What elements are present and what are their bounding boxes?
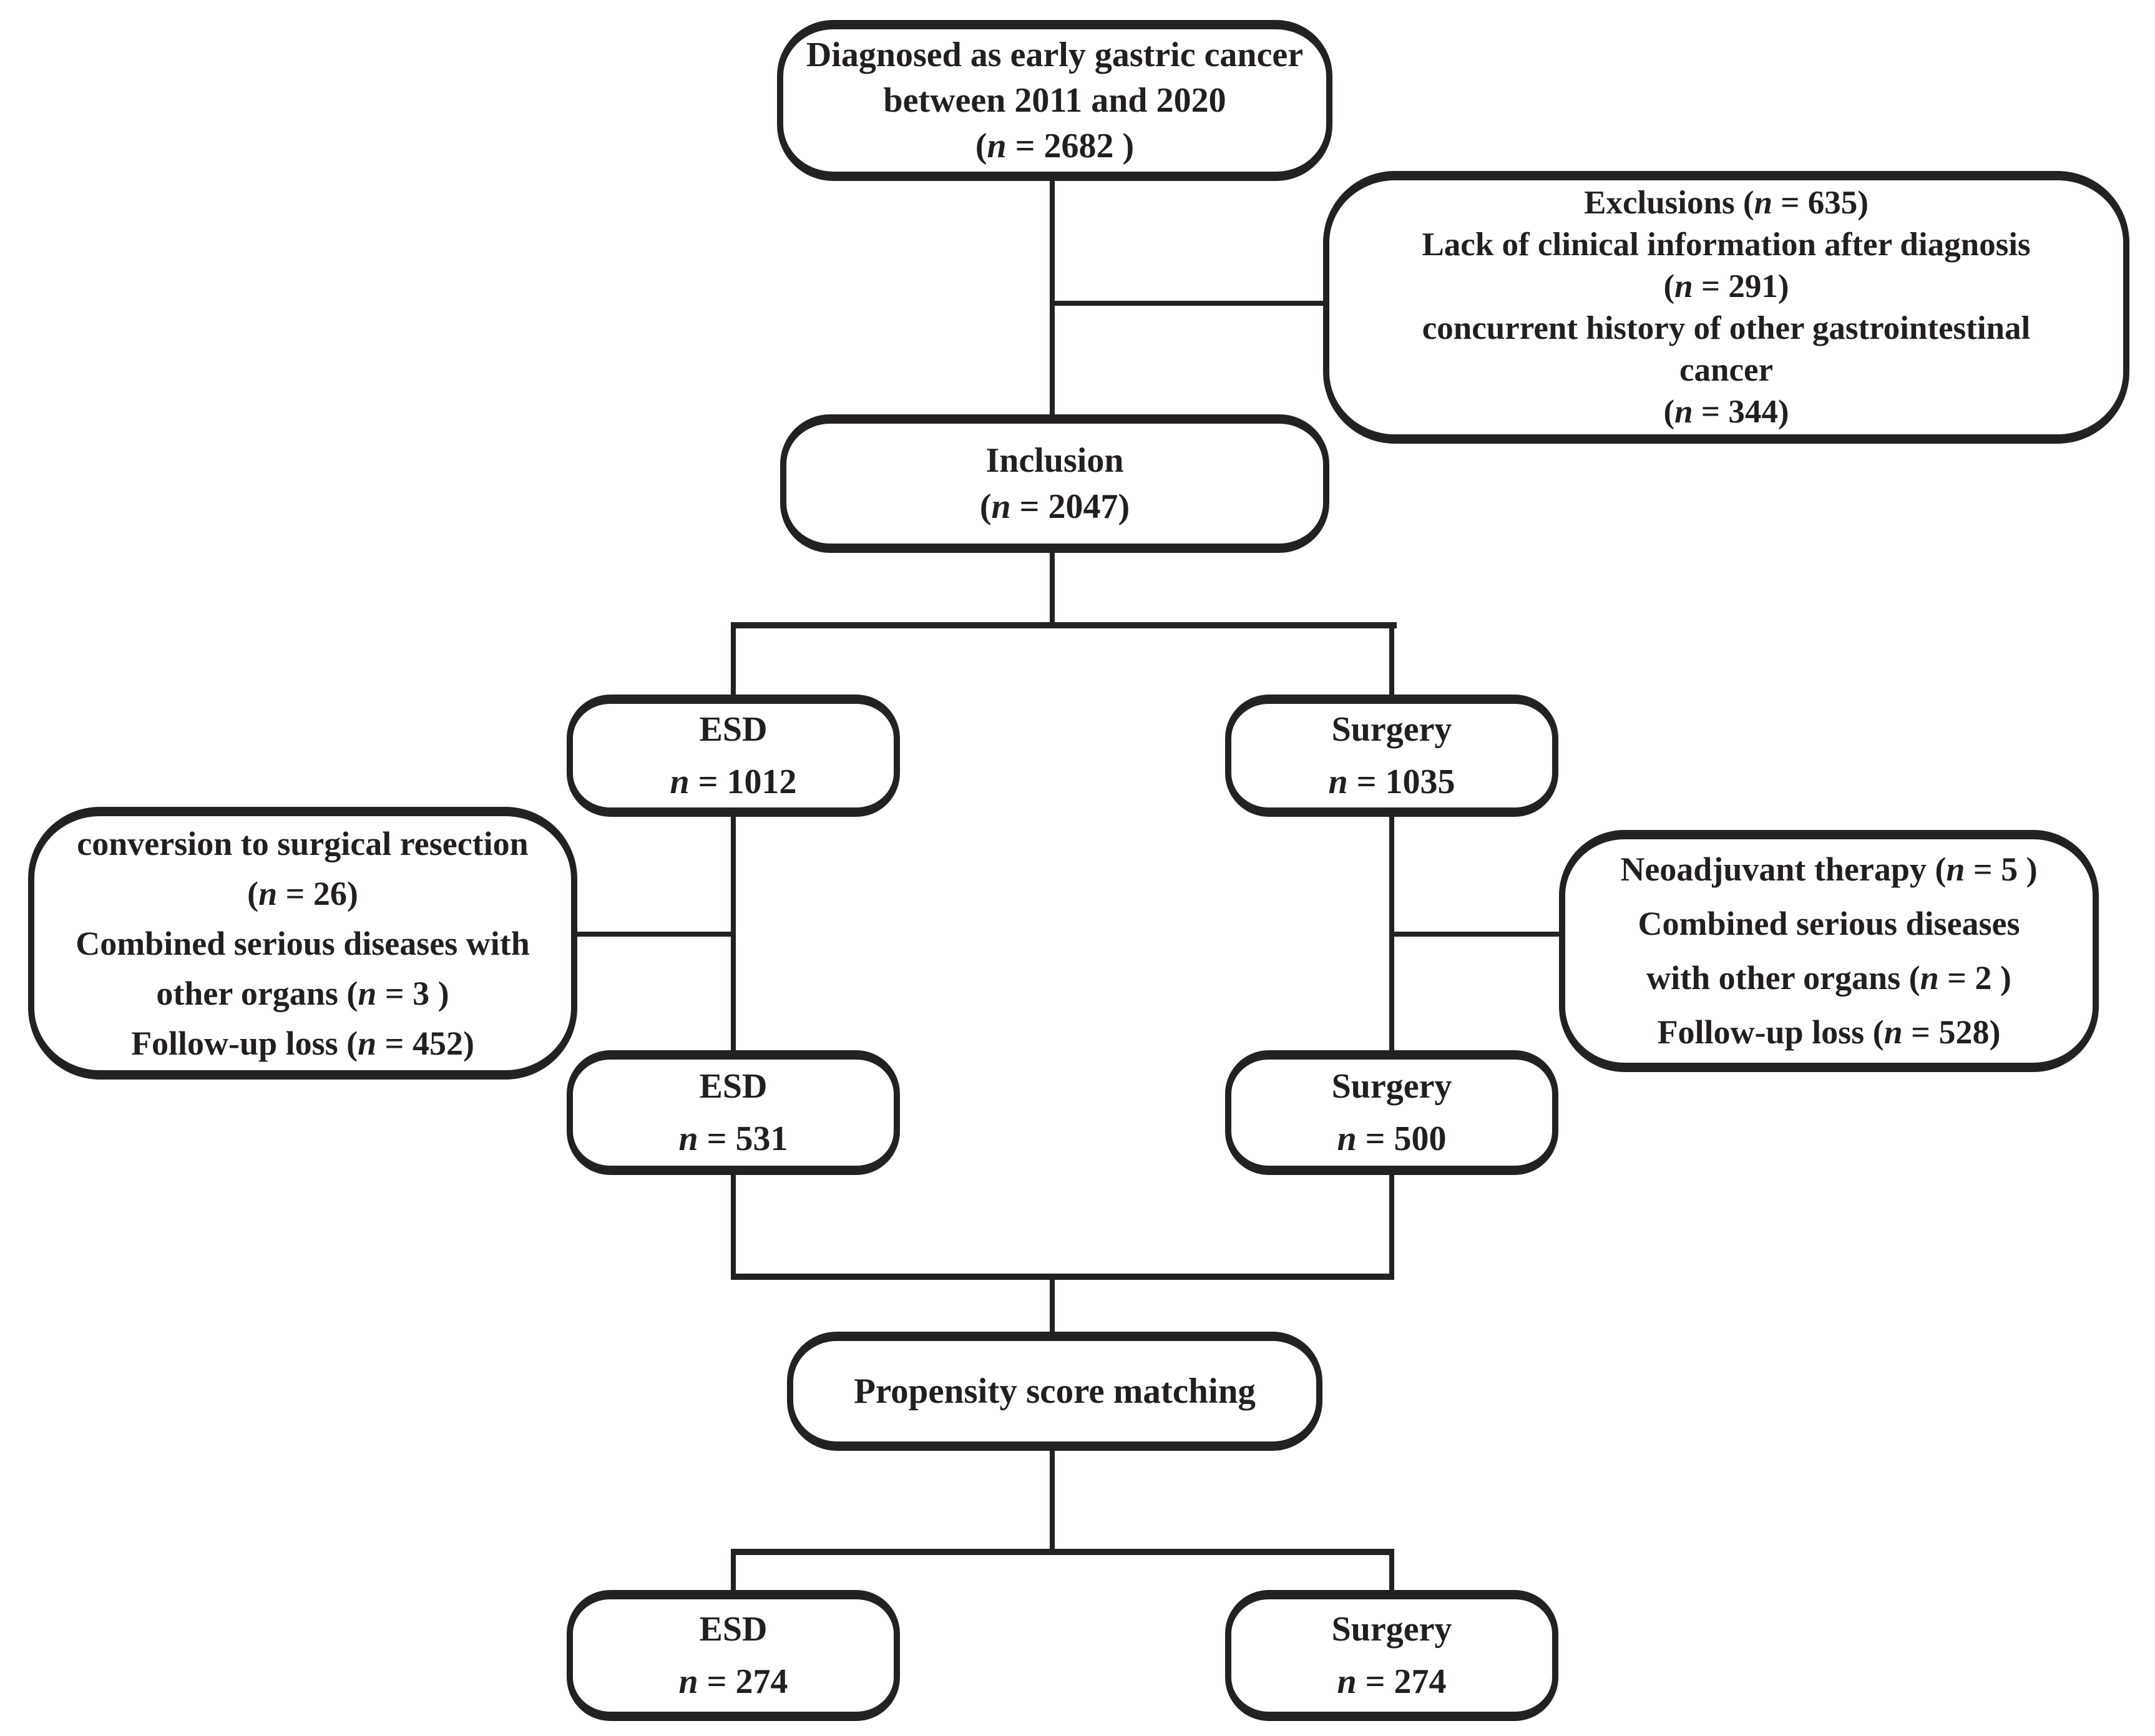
connector-split-to-surgery-initial (1389, 622, 1394, 698)
box-diagnosed-population: Diagnosed as early gastric cancer betwee… (777, 20, 1332, 181)
connector-esd-followed-to-merge (731, 1173, 736, 1279)
box-text-line: Exclusions (n = 635) (1584, 184, 1869, 221)
box-surgery-exclusions: Neoadjuvant therapy (n = 5 ) Combined se… (1559, 830, 2099, 1072)
box-text-line: concurrent history of other gastrointest… (1422, 310, 2031, 346)
box-esd-initial: ESD n = 1012 (567, 695, 900, 817)
box-esd-exclusions: conversion to surgical resection (n = 26… (28, 807, 577, 1080)
box-text-line: Combined serious diseases (1638, 905, 2020, 942)
box-text-line: n = 1012 (670, 763, 797, 801)
box-esd-followed: ESD n = 531 (567, 1050, 900, 1175)
box-text-line: with other organs (n = 2 ) (1646, 959, 2011, 997)
box-surgery-matched: Surgery n = 274 (1225, 1590, 1558, 1721)
box-esd-matched: ESD n = 274 (567, 1590, 900, 1721)
box-text-line: Surgery (1331, 1610, 1452, 1649)
box-text-line: (n = 344) (1663, 393, 1789, 430)
connector-split-bar-1 (731, 622, 1397, 628)
box-text-line: conversion to surgical resection (77, 824, 529, 862)
box-text-line: ESD (699, 1610, 768, 1649)
box-text-line: other organs (n = 3 ) (156, 974, 449, 1012)
box-text-line: (n = 291) (1663, 268, 1789, 305)
connector-branch-to-surgery-exclusions (1392, 932, 1561, 937)
connector-split-to-surgery-matched (1389, 1549, 1394, 1594)
box-text-line: n = 274 (678, 1662, 788, 1701)
box-text-line: (n = 26) (247, 874, 358, 912)
box-text-line: n = 274 (1337, 1662, 1447, 1701)
box-text-line: n = 500 (1337, 1119, 1447, 1158)
connector-split-to-esd-matched (731, 1549, 736, 1594)
connector-merge-bar (731, 1274, 1394, 1280)
box-text-line: between 2011 and 2020 (883, 80, 1226, 120)
box-text-line: n = 531 (678, 1119, 788, 1158)
connector-diagnosed-to-inclusion (1050, 179, 1055, 416)
box-text-line: n = 1035 (1328, 763, 1455, 801)
connector-inclusion-to-split (1050, 551, 1055, 627)
box-text-line: Follow-up loss (n = 452) (131, 1024, 474, 1062)
box-text-line: Combined serious diseases with (76, 924, 530, 962)
box-surgery-followed: Surgery n = 500 (1225, 1050, 1558, 1175)
connector-branch-to-esd-exclusions (574, 932, 733, 937)
connector-split-to-esd-initial (731, 622, 736, 698)
box-text-line: Propensity score matching (854, 1371, 1256, 1411)
box-text-line: Inclusion (985, 441, 1124, 480)
box-text-line: Lack of clinical information after diagn… (1422, 226, 2031, 263)
box-text-line: (n = 2682 ) (975, 126, 1135, 165)
box-text-line: cancer (1679, 351, 1774, 388)
connector-esd-initial-to-esd-followed (731, 814, 736, 1054)
box-text-line: Surgery (1331, 710, 1452, 749)
box-text-line: ESD (699, 710, 768, 749)
box-text-line: Neoadjuvant therapy (n = 5 ) (1620, 851, 2038, 888)
box-propensity-score-matching: Propensity score matching (787, 1332, 1322, 1451)
connector-split-bar-2 (731, 1549, 1394, 1555)
box-text-line: (n = 2047) (979, 487, 1130, 526)
connector-merge-to-psm (1050, 1276, 1055, 1335)
connector-surgery-followed-to-merge (1389, 1173, 1394, 1279)
box-exclusions: Exclusions (n = 635) Lack of clinical in… (1323, 171, 2129, 444)
box-text-line: Diagnosed as early gastric cancer (806, 35, 1304, 74)
box-inclusion: Inclusion (n = 2047) (780, 414, 1329, 553)
box-text-line: ESD (699, 1067, 768, 1106)
connector-branch-to-exclusions (1052, 301, 1333, 306)
box-text-line: Surgery (1331, 1067, 1452, 1106)
box-text-line: Follow-up loss (n = 528) (1657, 1013, 2001, 1051)
box-surgery-initial: Surgery n = 1035 (1225, 695, 1558, 817)
connector-psm-to-split (1050, 1448, 1055, 1551)
